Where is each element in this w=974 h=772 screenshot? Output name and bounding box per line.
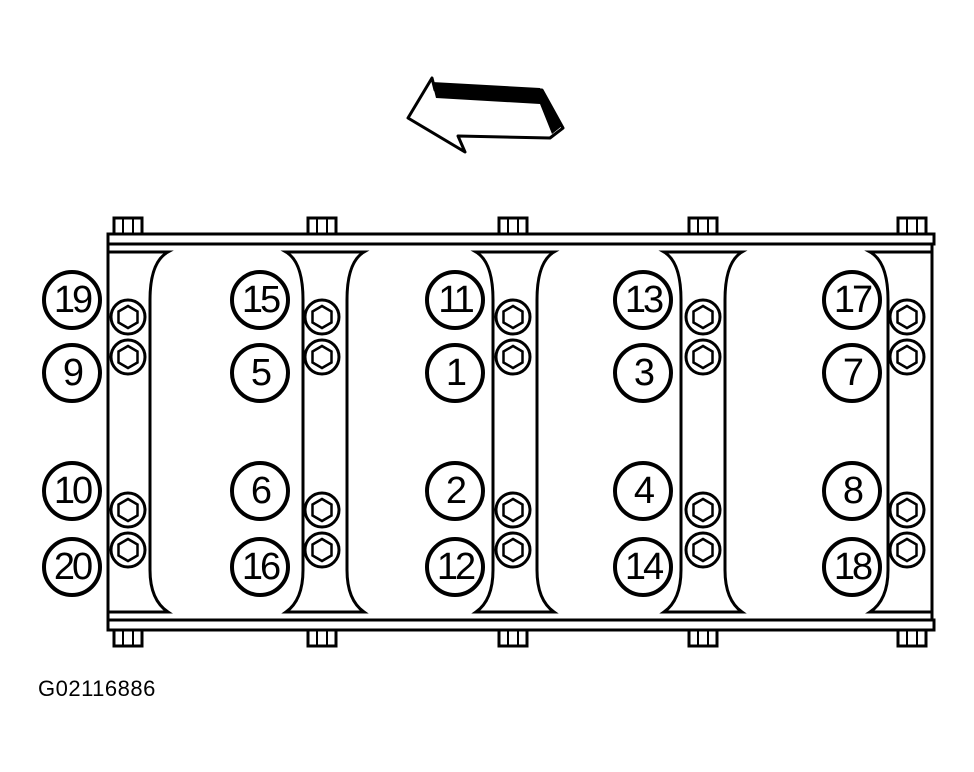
sequence-number: 2 <box>445 470 467 512</box>
sequence-number-marker: 7 <box>822 343 882 403</box>
main-bearing-bolt-head <box>109 491 147 529</box>
sequence-number-marker: 14 <box>613 537 673 597</box>
main-bearing-bolt-head <box>684 338 722 376</box>
rail-bolt-head <box>306 628 338 648</box>
sequence-number-marker: 15 <box>230 270 290 330</box>
sequence-number-marker: 17 <box>822 270 882 330</box>
main-bearing-bolt-head <box>684 531 722 569</box>
rail-bolt-head <box>687 216 719 236</box>
main-bearing-bolt-head <box>494 491 532 529</box>
main-bearing-bolt-head <box>109 298 147 336</box>
main-bearing-bolt-head <box>303 338 341 376</box>
sequence-number-marker: 12 <box>425 537 485 597</box>
main-bearing-bolt-head <box>888 531 926 569</box>
sequence-number-marker: 16 <box>230 537 290 597</box>
rail-bolt-head <box>687 628 719 648</box>
rail-bolt-head <box>306 216 338 236</box>
sequence-number: 12 <box>436 546 476 588</box>
rail-bolt-head <box>497 216 529 236</box>
sequence-number-marker: 6 <box>230 461 290 521</box>
sequence-number: 17 <box>833 279 873 321</box>
sequence-number-marker: 10 <box>42 461 102 521</box>
rail-bolt-head <box>896 628 928 648</box>
sequence-number-marker: 5 <box>230 343 290 403</box>
rail-bolt-head <box>112 628 144 648</box>
sequence-number-marker: 20 <box>42 537 102 597</box>
sequence-number-marker: 18 <box>822 537 882 597</box>
sequence-number: 6 <box>250 470 272 512</box>
figure-caption: G02116886 <box>38 676 156 701</box>
sequence-number: 14 <box>624 546 664 588</box>
sequence-number: 1 <box>445 352 467 394</box>
sequence-number: 15 <box>241 279 281 321</box>
sequence-number-marker: 2 <box>425 461 485 521</box>
bearing-cap <box>658 250 748 614</box>
sequence-number: 8 <box>842 470 864 512</box>
sequence-number: 5 <box>250 352 272 394</box>
sequence-number: 7 <box>842 352 864 394</box>
rail-bolt-head <box>497 628 529 648</box>
main-bearing-bolt-head <box>888 491 926 529</box>
rail-bolt-head <box>896 216 928 236</box>
sequence-number-marker: 9 <box>42 343 102 403</box>
sequence-number: 9 <box>62 352 84 394</box>
sequence-number: 19 <box>53 279 93 321</box>
main-bearing-bolt-head <box>888 298 926 336</box>
sequence-number: 13 <box>624 279 664 321</box>
sequence-number: 11 <box>438 279 474 321</box>
rail-bolt-head <box>112 216 144 236</box>
sequence-number: 10 <box>53 470 93 512</box>
sequence-number-marker: 4 <box>613 461 673 521</box>
main-bearing-bolt-head <box>303 531 341 569</box>
sequence-number-marker: 13 <box>613 270 673 330</box>
sequence-number: 4 <box>633 470 655 512</box>
sequence-number-marker: 11 <box>425 270 485 330</box>
sequence-number: 3 <box>633 352 655 394</box>
sequence-number-marker: 8 <box>822 461 882 521</box>
sequence-number: 20 <box>53 546 93 588</box>
sequence-number: 18 <box>833 546 873 588</box>
bearing-cap <box>280 250 370 614</box>
main-bearing-bolt-head <box>109 338 147 376</box>
main-bearing-bolt-head <box>109 531 147 569</box>
main-bearing-bolt-head <box>303 298 341 336</box>
main-bearing-bolt-head <box>494 298 532 336</box>
sequence-number: 16 <box>241 546 281 588</box>
main-bearing-bolt-head <box>494 531 532 569</box>
sequence-number-marker: 1 <box>425 343 485 403</box>
main-bearing-bolt-head <box>684 298 722 336</box>
main-bearing-bolt-head <box>888 338 926 376</box>
main-bearing-bolt-head <box>684 491 722 529</box>
sequence-number-marker: 3 <box>613 343 673 403</box>
bearing-cap <box>470 250 560 614</box>
arrow-left-icon <box>406 76 565 154</box>
main-bearing-bolt-head <box>494 338 532 376</box>
main-bearing-bolt-head <box>303 491 341 529</box>
sequence-number-marker: 19 <box>42 270 102 330</box>
